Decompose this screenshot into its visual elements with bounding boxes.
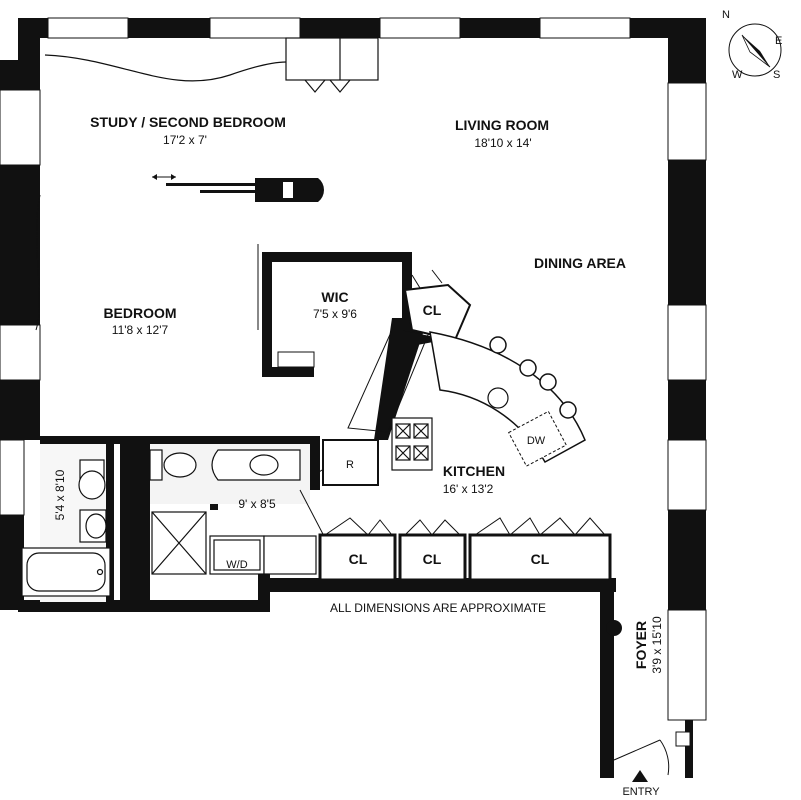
bedroom-dim: 11'8 x 12'7: [112, 323, 169, 337]
kitchen-diagonal-wall: [374, 318, 455, 440]
bath-walls: [40, 436, 320, 606]
bedroom-label: BEDROOM: [103, 305, 176, 321]
bath1-fixtures: [21, 459, 111, 597]
approx-note: ALL DIMENSIONS ARE APPROXIMATE: [330, 601, 546, 615]
foyer-dim: 3'9 x 15'10: [650, 616, 664, 674]
compass-w: W: [732, 69, 743, 81]
bath2-dim: 9' x 8'5: [238, 497, 276, 511]
closet-2-label: CL: [423, 551, 442, 567]
entry-arrow: [632, 770, 648, 782]
curtain-track: [44, 37, 379, 93]
kitchen-label: KITCHEN: [443, 463, 505, 479]
compass: N E S W: [722, 9, 782, 81]
washer-dryer-label: W/D: [226, 559, 247, 571]
dishwasher-label: DW: [527, 435, 546, 447]
bath2-fixtures: [149, 449, 317, 575]
stove: [391, 417, 433, 471]
wic-label: WIC: [321, 289, 348, 305]
dining-label: DINING AREA: [534, 255, 626, 271]
study-dim: 17'2 x 7': [163, 133, 207, 147]
bar-stools: [489, 336, 577, 419]
sliding-partition: [152, 174, 324, 202]
wic-dim: 7'5 x 9'6: [313, 307, 357, 321]
refrigerator-label: R: [346, 459, 354, 471]
closet-3-label: CL: [531, 551, 550, 567]
bath1-dim: 5'4 x 8'10: [53, 469, 67, 520]
windows: [0, 17, 707, 721]
closet-1-label: CL: [349, 551, 368, 567]
living-dim: 18'10 x 14': [474, 136, 531, 150]
kitchen-dim: 16' x 13'2: [443, 482, 494, 496]
foyer-label: FOYER: [633, 621, 649, 669]
kitchen-closet-label: CL: [423, 302, 442, 318]
compass-n: N: [722, 9, 730, 21]
bedroom-curtain: [35, 194, 41, 331]
entry-door: [613, 739, 670, 776]
living-label: LIVING ROOM: [455, 117, 549, 133]
refrigerator: [322, 439, 379, 486]
compass-s: S: [773, 69, 780, 81]
compass-e: E: [775, 35, 782, 47]
kitchen-closet: [403, 283, 472, 342]
entry-label: ENTRY: [622, 786, 660, 798]
study-label: STUDY / SECOND BEDROOM: [90, 114, 286, 130]
exterior-walls: [0, 18, 706, 778]
